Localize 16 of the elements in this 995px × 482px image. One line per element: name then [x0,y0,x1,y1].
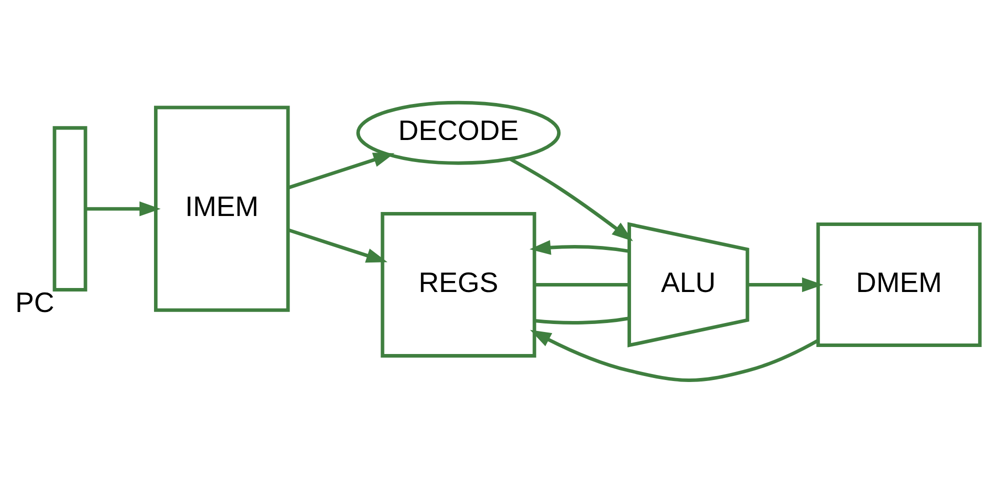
node-box [52,126,88,291]
node-label: PC [15,286,54,318]
arrow [288,152,394,189]
connector [534,316,630,324]
connector [534,282,629,286]
arrow [509,156,634,241]
node-box: REGS [380,212,536,358]
node-box: IMEM [154,105,290,312]
node-ellipse: DECODE [356,100,561,164]
arrow [86,200,161,216]
arrow [530,240,630,254]
node-box: ALU [628,222,750,347]
node-box: DMEM [816,222,982,347]
arrow [748,276,824,292]
arrow [288,228,388,262]
arrow [530,329,819,382]
